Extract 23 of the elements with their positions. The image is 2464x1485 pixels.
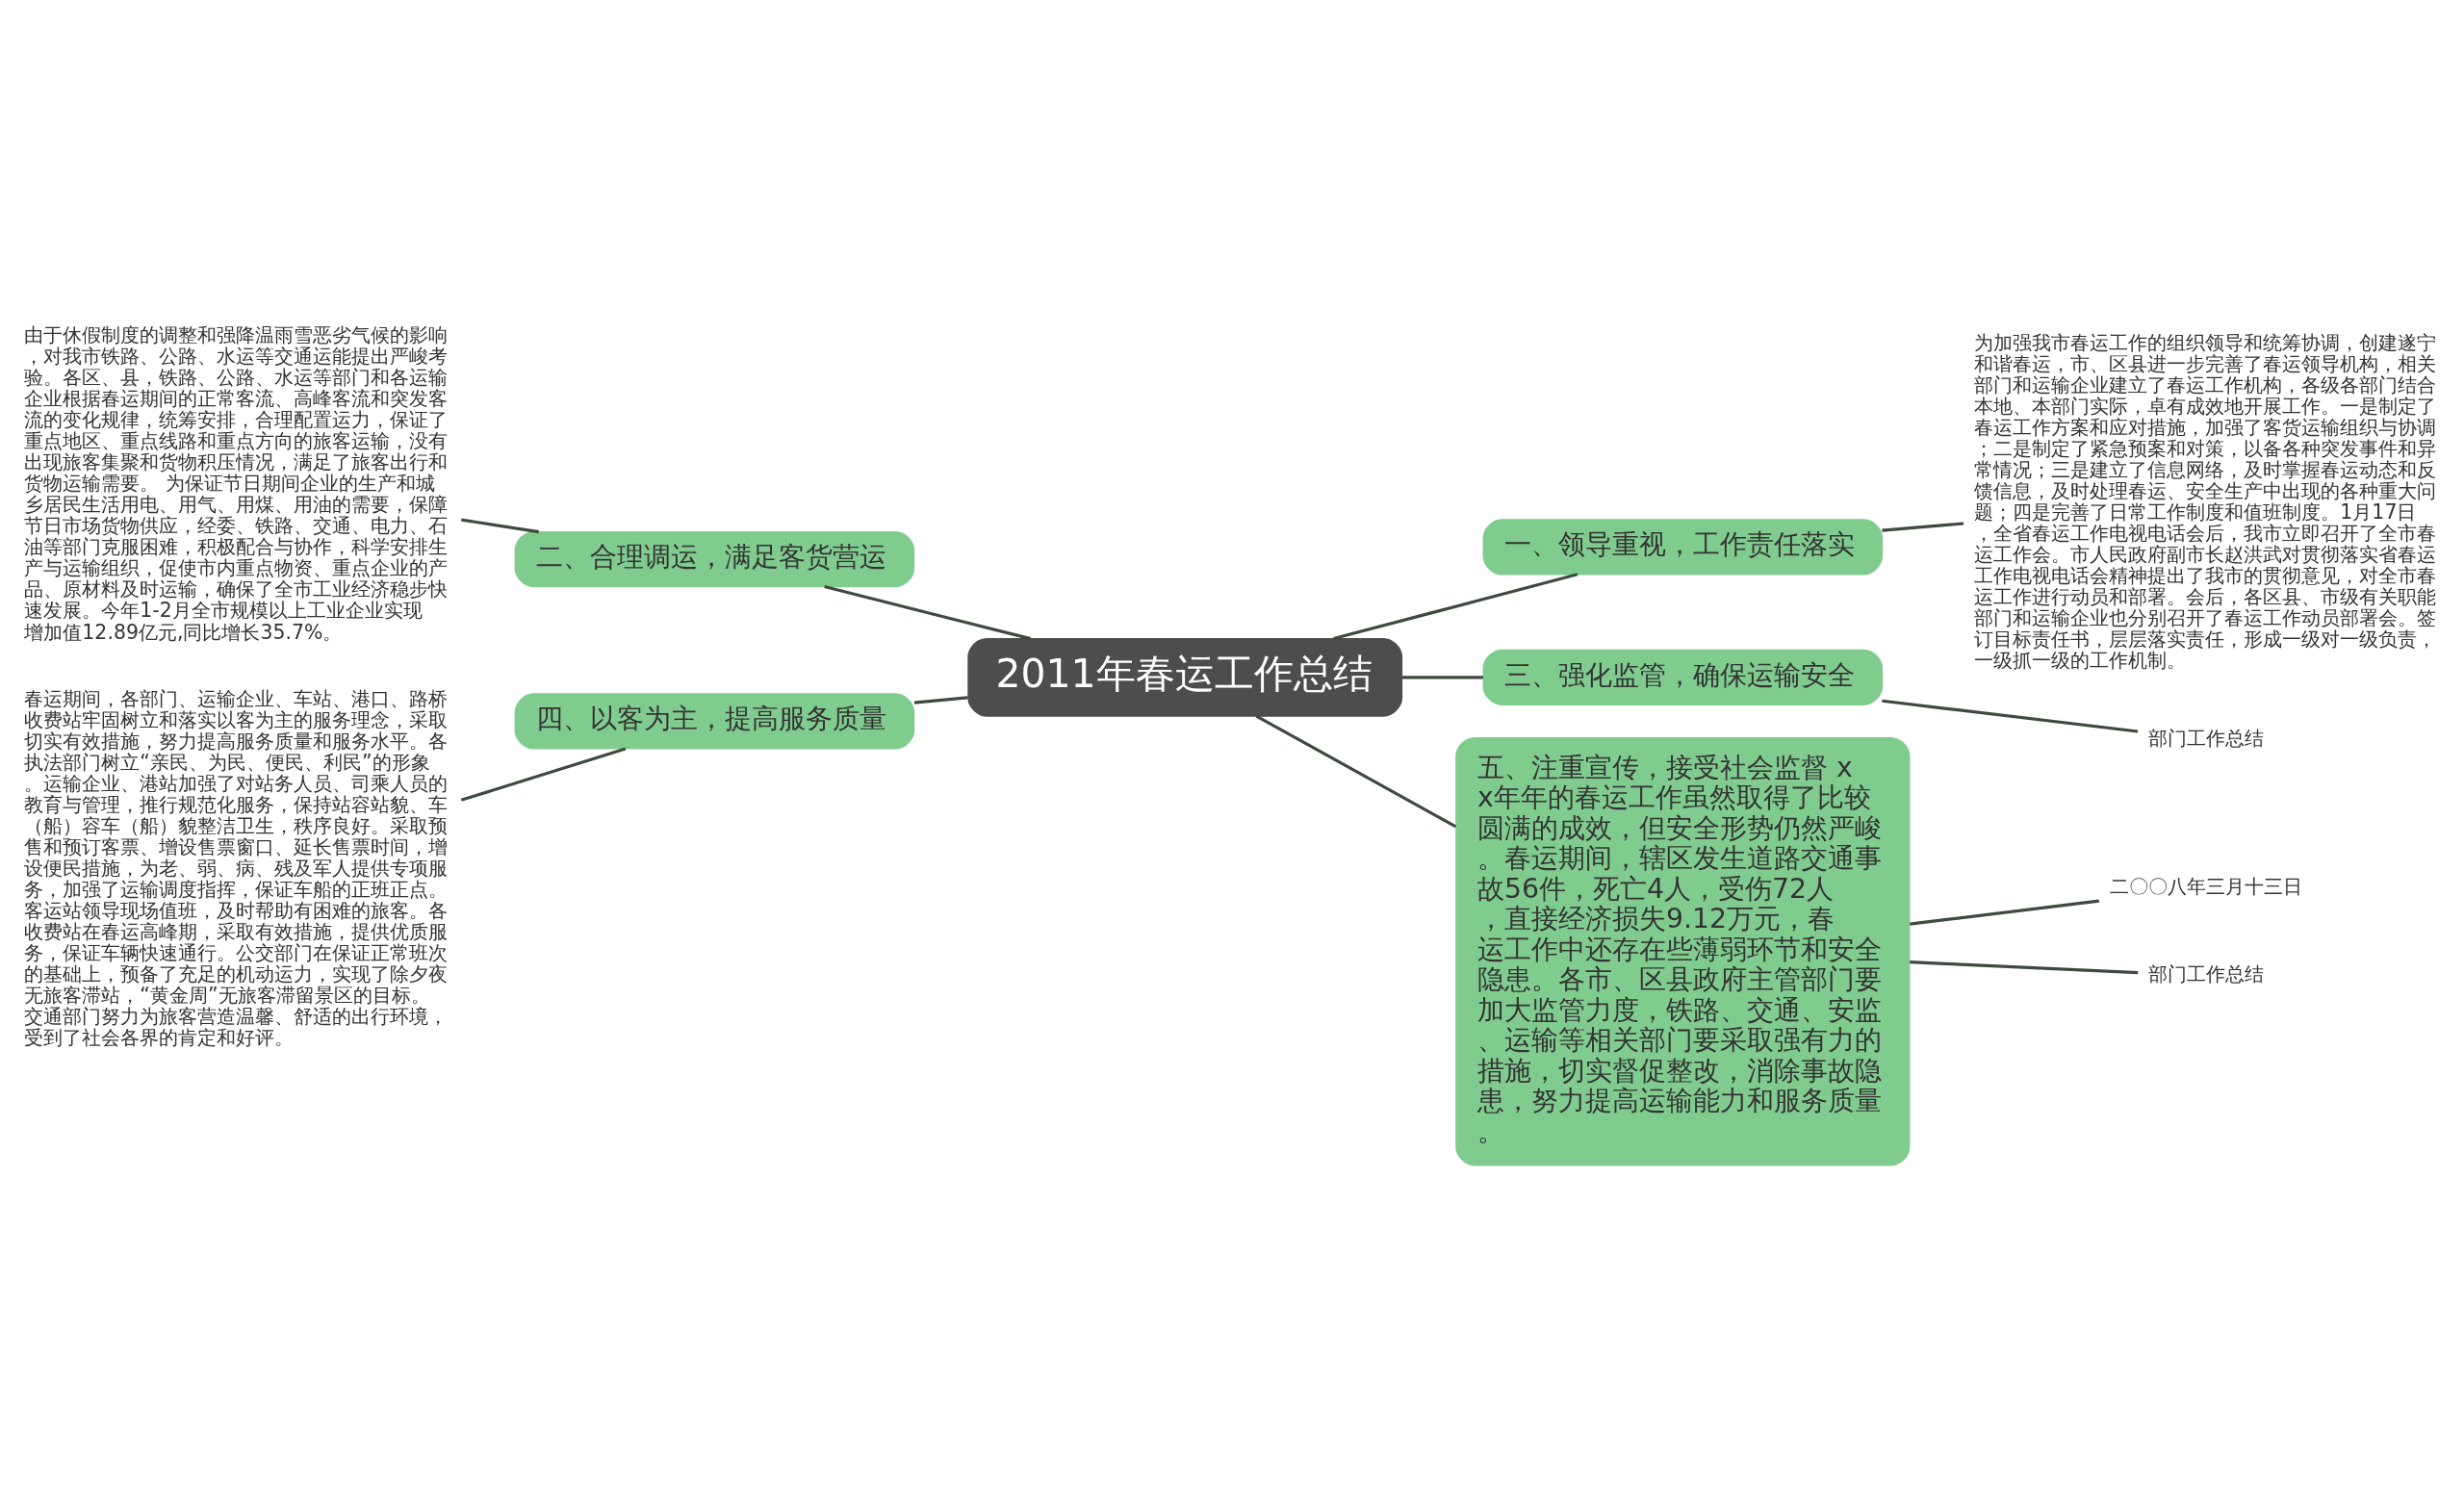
connector <box>1910 960 2139 975</box>
node-box: 三、强化监管，确保运输安全 <box>1482 649 1884 705</box>
connector <box>460 747 627 802</box>
connector <box>461 518 539 534</box>
connector <box>1882 522 1964 532</box>
node-box: 二、合理调运，满足客货营运 <box>514 530 915 588</box>
node-box: 2011年春运工作总结 <box>967 637 1403 717</box>
node-text: 由于休假制度的调整和强降温雨雪恶劣气候的影响，对我市铁路、公路、水运等交通运能提出严峻考验。各区、县，铁路、公路、水运等部门和各运输企业根据春运期间的正常客流、高峰客流和突发客流的变化规律，统筹安排，合理配置运力，保证了重点地区、重点线路和重点方向的旅客运输，没有出现旅客集聚和货物积压情况，满足了旅客出行和货物运输需要。 为保证节日期间企业的生产和城乡居民生活用电、用气、用煤、用油的需要，保障节日市场货物供应，经委、铁路、交通、电力、石油等部门克服困难，积极配合与协作，科学安排生产与运输组织，促使市内重点物资、重点企业的产品、原材料及时运输，确保了全市工业经济稳步快速发展。今年1-2月全市规模以上工业企业实现增加值12.89亿元,同比增长35.7%。 <box>24 322 449 644</box>
node-text: 为加强我市春运工作的组织领导和统筹协调，创建遂宁和谐春运，市、区县进一步完善了春运领导机构，相关部门和运输企业建立了春运工作机构，各级各部门结合本地、本部门实际，卓有成效地开展工作。一是制定了春运工作方案和应对措施，加强了客货运输组织与协调；二是制定了紧急预案和对策，以备各种突发事件和异常情况；三是建立了信息网络，及时掌握春运动态和反馈信息，及时处理春运、安全生产中出现的各种重大问题；四是完善了日常工作制度和值班制度。1月17日，全省春运工作电视电话会后，我市立即召开了全市春运工作会。市人民政府副市长赵洪武对贯彻落实省春运工作电视电话会精神提出了我市的贯彻意见，对全市春运工作进行动员和部署。会后，各区县、市级有关职能部门和运输企业也分别召开了春运工作动员部署会。签订目标责任书，层层落实责任，形成一级对一级负责，一级抓一级的工作机制。 <box>1974 330 2437 673</box>
node-text: 二〇〇八年三月十三日 <box>2110 874 2303 898</box>
node-text: 春运期间，各部门、运输企业、车站、港口、路桥收费站牢固树立和落实以客为主的服务理念，采取切实有效措施，努力提高服务质量和服务水平。各执法部门树立“亲民、为民、便民、利民”的形象。运输企业、港站加强了对站务人员、司乘人员的教育与管理，推行规范化服务，保持站容站貌、车（船）容车（船）貌整洁卫生，秩序良好。采取预售和预订客票、增设售票窗口、延长售票时间，增设便民措施，为老、弱、病、残及军人提供专项服务，加强了运输调度指挥，保证车船的正班正点。客运站领导现场值班，及时帮助有困难的旅客。各收费站在春运高峰期，采取有效措施，提供优质服务，保证车辆快速通行。公交部门在保证正常班次的基础上，预备了充足的机动运力，实现了除夕夜无旅客滞站，“黄金周”无旅客滞留景区的目标。交通部门努力为旅客营造温馨、舒适的出行环境，受到了社会各界的肯定和好评。 <box>24 686 449 1050</box>
node-text: 部门工作总结 <box>2148 962 2265 986</box>
node-box: 一、领导重视，工作责任落实 <box>1482 519 1884 576</box>
connector <box>824 584 1032 641</box>
node-box: 五、注重宣传，接受社会监督 xx年年的春运工作虽然取得了比较圆满的成效，但安全形势仍然严峻。春运期间，辖区发生道路交通事故56件，死亡4人，受伤72人，直接经济损失9.12万元，春运工作中还存在些薄弱环节和安全隐患。各市、区县政府主管部门要加大监管力度，铁路、交通、安监、运输等相关部门要采取强有力的措施，切实督促整改，消除事故隐患，努力提高运输能力和服务质量。 <box>1455 737 1911 1166</box>
connector <box>1255 714 1457 829</box>
connector <box>1333 573 1578 641</box>
node-text: 部门工作总结 <box>2148 726 2265 750</box>
connector <box>1401 676 1483 679</box>
connector <box>1882 699 2139 733</box>
node-box: 四、以客为主，提高服务质量 <box>514 693 915 750</box>
connector <box>1910 899 2100 926</box>
connector <box>913 696 968 704</box>
